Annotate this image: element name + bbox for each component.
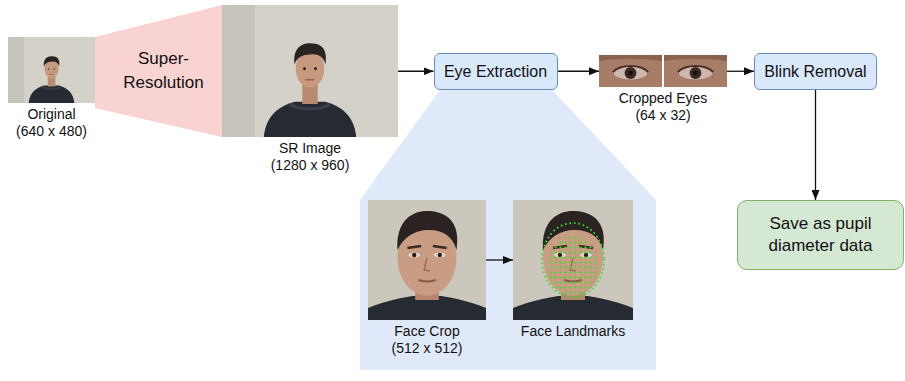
box-label: Save as pupil diameter data bbox=[753, 213, 888, 257]
image-node: SR Image (1280 x 960) bbox=[222, 5, 398, 174]
image-caption: Face Landmarks bbox=[514, 323, 632, 340]
image-area bbox=[599, 55, 727, 87]
image-area bbox=[368, 200, 486, 320]
box-text-group: Blink Removal bbox=[764, 62, 866, 82]
process-box: Save as pupil diameter data bbox=[737, 200, 904, 270]
image-area bbox=[222, 5, 398, 137]
box-text-group: Save as pupil diameter data bbox=[753, 213, 888, 257]
flow-arrow bbox=[558, 71, 600, 72]
flow-arrow bbox=[727, 71, 754, 72]
band-outline bbox=[95, 5, 222, 137]
flow-arrow bbox=[398, 71, 434, 72]
sr-photo bbox=[222, 5, 398, 137]
face-landmarks-photo bbox=[513, 200, 633, 320]
flow-arrow bbox=[486, 259, 513, 260]
box-label: Eye Extraction bbox=[444, 62, 547, 82]
eye-crop-left bbox=[599, 55, 662, 87]
eye-crop-right bbox=[664, 55, 727, 87]
process-band: Super- Resolution bbox=[95, 5, 222, 137]
image-caption: Face Crop (512 x 512) bbox=[387, 323, 467, 357]
image-node: Face Crop (512 x 512) bbox=[368, 200, 486, 357]
band-shape bbox=[95, 5, 222, 137]
image-node: Face Landmarks bbox=[513, 200, 633, 340]
image-node: Cropped Eyes (64 x 32) bbox=[599, 55, 727, 124]
process-box: Eye Extraction bbox=[434, 53, 558, 90]
flow-arrow bbox=[815, 90, 816, 200]
box-label: Blink Removal bbox=[764, 62, 866, 82]
image-caption: Cropped Eyes (64 x 32) bbox=[616, 90, 711, 124]
landmark-contour bbox=[542, 223, 604, 297]
image-caption: SR Image (1280 x 960) bbox=[266, 140, 354, 174]
image-area bbox=[8, 37, 95, 103]
band-label: Super- Resolution bbox=[116, 47, 211, 95]
zoom-panel bbox=[360, 90, 656, 370]
face-crop-photo bbox=[368, 200, 486, 320]
image-area bbox=[513, 200, 633, 320]
original-photo bbox=[8, 37, 95, 103]
image-caption: Original (640 x 480) bbox=[14, 106, 90, 140]
box-text-group: Eye Extraction bbox=[444, 62, 547, 82]
process-box: Blink Removal bbox=[754, 53, 877, 90]
landmark-dots bbox=[547, 236, 599, 296]
image-node: Original (640 x 480) bbox=[8, 37, 95, 140]
